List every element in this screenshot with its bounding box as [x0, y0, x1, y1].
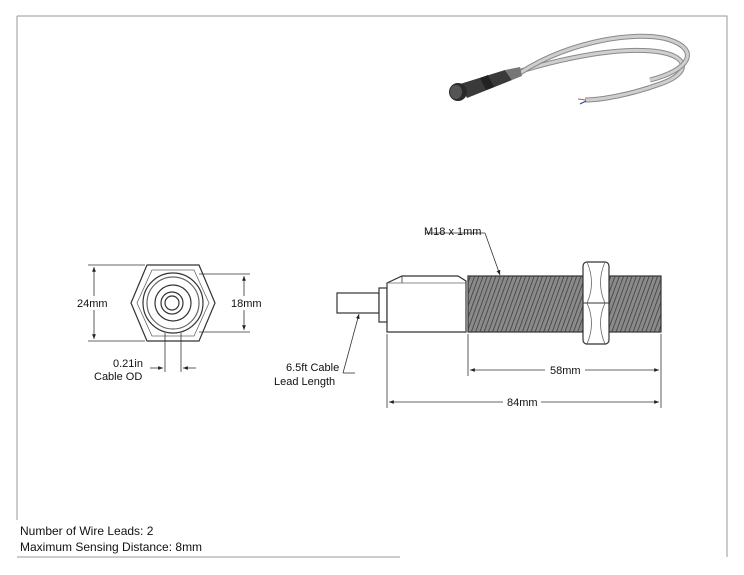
sheet-border [17, 15, 728, 557]
sensing-distance-note: Maximum Sensing Distance: 8mm [20, 540, 203, 554]
isometric-product-view [449, 33, 690, 105]
side-view-dimensions [342, 232, 662, 408]
wire-leads-note: Number of Wire Leads: 2 [20, 524, 154, 538]
cable-length-line2: Lead Length [274, 376, 335, 388]
front-end-view [130, 264, 216, 342]
hex-flats-dimension: 18mm [231, 298, 262, 310]
cable-od-value: 0.21in [113, 358, 143, 370]
cable-od-label: Cable OD [94, 371, 142, 383]
side-view [336, 261, 662, 345]
thread-spec-callout: M18 x 1mm [424, 226, 481, 238]
cable-length-line1: 6.5ft Cable [286, 362, 339, 374]
overall-length-dimension: 84mm [507, 397, 538, 409]
thread-length-dimension: 58mm [550, 365, 581, 377]
hex-corners-dimension: 24mm [77, 298, 108, 310]
